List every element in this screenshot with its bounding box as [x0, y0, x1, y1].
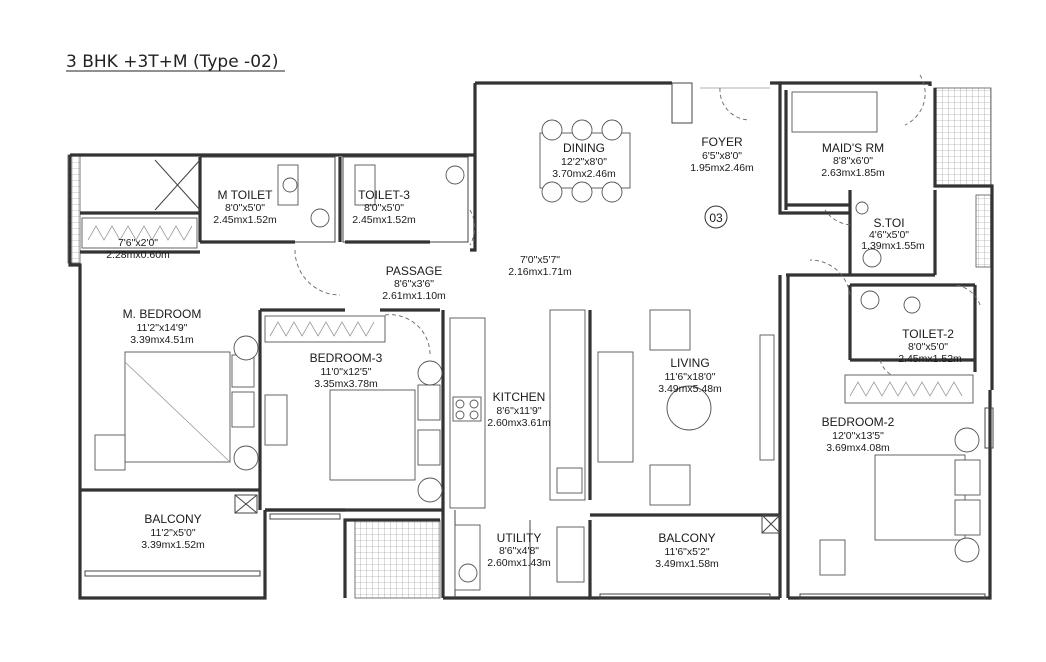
room-imperial: 8'0"x5'0" [225, 202, 265, 214]
room-metric: 2.16mx1.71m [508, 266, 572, 278]
room-imperial: 8'6"x3'6" [394, 278, 434, 290]
room-label-m-toilet: M TOILET 8'0"x5'0" 2.45mx1.52m [213, 188, 277, 226]
room-label-s-toi: S.TOI 4'6"x5'0" 1.39mx1.55m [861, 216, 925, 252]
room-metric: 1.39mx1.55m [861, 240, 925, 252]
room-imperial: 12'0"x13'5" [832, 430, 884, 442]
interior-walls [80, 90, 977, 598]
room-label-utility: UTILITY 8'6"x4'8" 2.60mx1.43m [487, 531, 551, 569]
room-imperial: 4'6"x5'0" [869, 229, 909, 241]
room-metric: 2.45mx1.52m [898, 353, 962, 365]
room-label-balcony-2: BALCONY 11'6"x5'2" 3.49mx1.58m [655, 531, 719, 570]
room-metric: 2.45mx1.52m [352, 214, 416, 226]
room-label-wardrobe: 7'6"x2'0" 2.28mx0.60m [106, 237, 170, 261]
room-metric: 2.61mx1.10m [382, 290, 446, 302]
room-name: MAID'S RM [822, 141, 884, 155]
dining-table [539, 132, 631, 189]
room-name: KITCHEN [493, 390, 546, 404]
door-swings [294, 74, 981, 379]
windows [84, 82, 994, 600]
room-label-toilet-2: TOILET-2 8'0"x5'0" 2.45mx1.52m [898, 327, 962, 365]
room-name: BEDROOM-3 [310, 351, 383, 365]
room-metric: 3.39mx1.52m [141, 539, 205, 551]
room-metric: 3.70mx2.46m [552, 168, 616, 180]
unit-tag: 03 [709, 211, 723, 225]
room-label-hall: 7'0"x5'7" 2.16mx1.71m [508, 254, 572, 278]
room-imperial: 12'2"x8'0" [561, 156, 607, 168]
room-name: DINING [563, 141, 605, 155]
outer-walls [68, 81, 994, 600]
room-label-master-bedroom: M. BEDROOM 11'2"x14'9" 3.39mx4.51m [123, 307, 202, 346]
room-name: PASSAGE [386, 264, 442, 278]
planter-top-right [933, 87, 992, 187]
room-imperial: 11'2"x5'0" [150, 527, 195, 539]
room-metric: 3.35mx3.78m [314, 378, 378, 390]
room-metric: 2.28mx0.60m [106, 249, 170, 261]
room-label-bedroom-3: BEDROOM-3 11'0"x12'5" 3.35mx3.78m [310, 351, 383, 390]
bed-bedroom2 [874, 454, 966, 541]
room-name: FOYER [701, 135, 743, 149]
room-imperial: 8'6"x4'8" [499, 545, 539, 557]
room-label-bedroom-2: BEDROOM-2 12'0"x13'5" 3.69mx4.08m [822, 415, 895, 454]
room-label-living: LIVING 11'6"x18'0" 3.49mx5.48m [658, 356, 722, 395]
room-imperial: 7'0"x5'7" [520, 254, 560, 266]
room-name: UTILITY [497, 531, 542, 545]
room-name: BEDROOM-2 [822, 415, 895, 429]
unit-tag-circle [704, 205, 728, 229]
room-imperial: 8'8"x6'0" [833, 155, 873, 167]
bed-maid [791, 91, 878, 133]
room-label-foyer: FOYER 6'5"x8'0" 1.95mx2.46m [690, 135, 754, 174]
room-metric: 3.69mx4.08m [826, 442, 890, 454]
plan-title: 3 BHK +3T+M (Type -02) [66, 52, 278, 72]
room-name: M. BEDROOM [123, 307, 202, 321]
room-imperial: 11'6"x5'2" [664, 546, 709, 558]
room-name: BALCONY [144, 512, 201, 526]
room-name: TOILET-2 [902, 327, 954, 341]
room-metric: 2.60mx1.43m [487, 557, 551, 569]
furniture [94, 91, 981, 591]
room-label-kitchen: KITCHEN 8'6"x11'9" 2.60mx3.61m [487, 390, 551, 429]
room-imperial: 8'0"x5'0" [364, 202, 404, 214]
wardrobes [81, 217, 974, 404]
room-imperial: 11'2"x14'9" [137, 322, 188, 334]
room-metric: 2.45mx1.52m [213, 214, 277, 226]
room-label-balcony-1: BALCONY 11'2"x5'0" 3.39mx1.52m [141, 512, 205, 551]
room-name: LIVING [670, 356, 709, 370]
shaft-right [975, 194, 993, 268]
room-label-passage: PASSAGE 8'6"x3'6" 2.61mx1.10m [382, 264, 446, 302]
room-metric: 2.60mx3.61m [487, 417, 551, 429]
room-label-toilet-3: TOILET-3 8'0"x5'0" 2.45mx1.52m [352, 188, 416, 226]
room-label-dining: DINING 12'2"x8'0" 3.70mx2.46m [552, 141, 616, 180]
room-name: BALCONY [658, 531, 715, 545]
room-imperial: 6'5"x8'0" [702, 150, 742, 162]
room-metric: 3.49mx5.48m [658, 383, 722, 395]
room-imperial: 8'0"x5'0" [908, 341, 948, 353]
room-name: M TOILET [218, 188, 274, 202]
room-imperial: 7'6"x2'0" [118, 237, 158, 249]
room-label-maids-room: MAID'S RM 8'8"x6'0" 2.63mx1.85m [821, 141, 885, 179]
room-imperial: 8'6"x11'9" [496, 405, 541, 417]
room-imperial: 11'6"x18'0" [665, 371, 716, 383]
room-metric: 1.95mx2.46m [690, 162, 754, 174]
room-imperial: 11'0"x12'5" [321, 366, 372, 378]
room-metric: 3.39mx4.51m [130, 334, 194, 346]
room-name: TOILET-3 [358, 188, 410, 202]
sofa [597, 351, 634, 463]
room-metric: 2.63mx1.85m [821, 167, 885, 179]
bed-bedroom3 [329, 389, 416, 481]
room-metric: 3.49mx1.58m [655, 558, 719, 570]
room-name: S.TOI [873, 216, 904, 230]
planter-utility [354, 519, 441, 599]
bed-master [124, 351, 231, 463]
